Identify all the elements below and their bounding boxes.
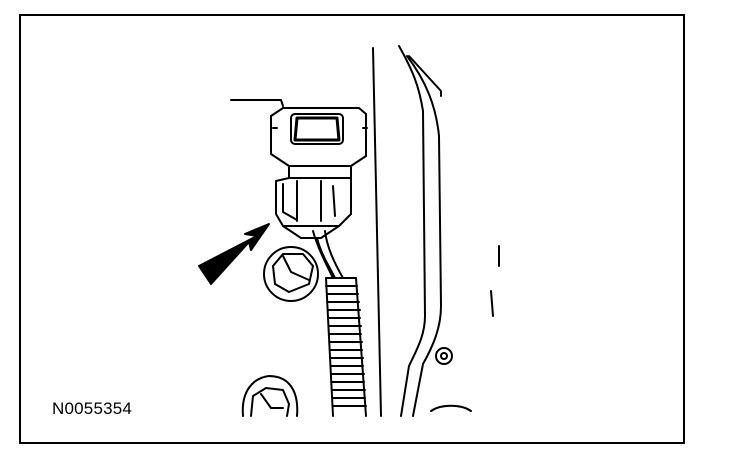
wiring-harness xyxy=(312,230,367,417)
figure-frame: N0055354 xyxy=(19,14,685,444)
hex-bolt xyxy=(263,246,319,302)
bracket-edge xyxy=(230,99,284,107)
connector-housing xyxy=(270,107,368,179)
connector-illustration xyxy=(198,45,500,417)
stud xyxy=(430,347,472,412)
lower-fastener xyxy=(241,375,299,417)
arrow-icon xyxy=(198,223,270,285)
electrical-plug xyxy=(275,177,352,239)
figure-reference-code: N0055354 xyxy=(52,399,133,418)
mounting-panel xyxy=(372,45,500,417)
